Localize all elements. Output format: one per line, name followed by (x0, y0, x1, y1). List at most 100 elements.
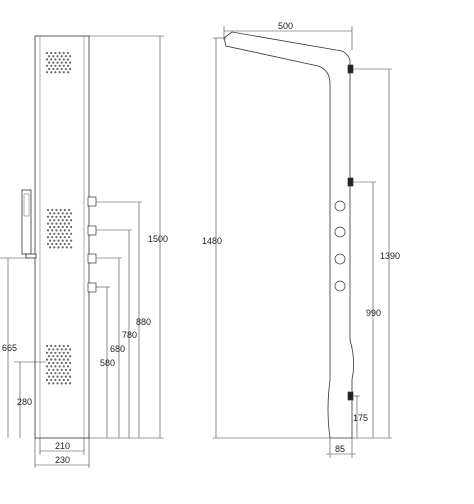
nozzle-dot (56, 375, 59, 378)
nozzle-dot (60, 355, 63, 358)
nozzle-dot (64, 368, 67, 371)
dim-990: 990 (366, 308, 381, 318)
nozzle-dot (52, 67, 55, 71)
nozzle-dot (48, 355, 51, 358)
nozzle-dot (51, 208, 54, 212)
dim-top-width: 500 (278, 21, 293, 31)
nozzle-dot (59, 242, 62, 246)
nozzle-dot (48, 375, 51, 378)
nozzle-dot (65, 219, 68, 222)
nozzle-dot (67, 229, 71, 232)
body-jet-1 (334, 200, 346, 212)
nozzle-dot (48, 61, 51, 64)
nozzle-dot (45, 58, 49, 61)
nozzle-dot (46, 229, 50, 232)
nozzle-dot (45, 365, 49, 368)
nozzle-dot (51, 215, 54, 218)
nozzle-dot (45, 71, 49, 74)
nozzle-dot (62, 344, 65, 348)
nozzle-dot (62, 378, 65, 382)
nozzle-dot (60, 348, 63, 351)
wall-bracket-top (347, 64, 354, 74)
nozzle-dot (49, 225, 52, 229)
nozzle-dot (67, 222, 71, 225)
nozzle-dot (52, 361, 55, 365)
nozzle-dot (48, 368, 51, 371)
body-jet-4 (334, 280, 346, 292)
nozzle-dot (57, 212, 60, 215)
hand-shower-head (23, 193, 30, 217)
nozzle-dot (49, 246, 52, 249)
nozzle-dot (70, 225, 73, 229)
nozzle-dot (50, 344, 53, 348)
panel-body (34, 35, 90, 439)
nozzle-dot (53, 239, 56, 242)
nozzle-dot (60, 368, 63, 371)
nozzle-dot (52, 375, 55, 378)
nozzle-dot (70, 246, 73, 249)
dim-680: 680 (110, 344, 125, 354)
nozzle-dot (49, 232, 52, 235)
dim-bottom-depth: 85 (335, 444, 345, 454)
nozzle-dot (45, 372, 49, 375)
nozzle-dot (65, 246, 68, 249)
dim-overall-height: 1480 (202, 236, 222, 246)
nozzle-dot (67, 236, 71, 239)
wall-bracket-bottom (347, 391, 354, 401)
nozzle-dot (57, 232, 60, 235)
nozzle-dot (58, 378, 61, 382)
nozzle-dot (55, 229, 58, 232)
nozzle-dot (60, 382, 63, 385)
nozzle-dot (67, 242, 71, 246)
nozzle-dot (57, 246, 60, 249)
nozzle-dot (69, 61, 72, 64)
nozzle-dot (66, 58, 70, 61)
nozzle-dot (61, 212, 64, 215)
nozzle-dot (48, 67, 51, 71)
nozzle-dot (59, 222, 62, 225)
panel-profile (223, 31, 354, 439)
nozzle-dot (53, 246, 56, 249)
nozzle-dot (52, 348, 55, 351)
nozzle-dot (64, 382, 67, 385)
nozzle-dot (55, 222, 58, 225)
nozzle-dot (50, 372, 53, 375)
nozzle-dot (69, 368, 72, 371)
nozzle-dot (63, 229, 66, 232)
nozzle-dot (62, 358, 65, 361)
nozzle-dot (62, 58, 65, 61)
dim-665: 665 (2, 343, 17, 353)
nozzle-dot (60, 375, 63, 378)
nozzle-dot (54, 64, 57, 67)
nozzle-dot (54, 365, 57, 368)
body-jet-3 (334, 253, 346, 265)
nozzle-dot (56, 368, 59, 371)
nozzle-dot (62, 51, 65, 55)
nozzle-dot (58, 51, 61, 55)
nozzle-dot (50, 365, 53, 368)
nozzle-dot (55, 242, 58, 246)
nozzle-dot (45, 344, 49, 348)
nozzle-dot (66, 372, 70, 375)
nozzle-dot (58, 344, 61, 348)
nozzle-dot (66, 51, 70, 55)
nozzle-dot (60, 61, 63, 64)
nozzle-dot (56, 361, 59, 365)
nozzle-dot (65, 232, 68, 235)
nozzle-dot (62, 351, 65, 354)
nozzle-dot (60, 55, 63, 58)
nozzle-dot (57, 225, 60, 229)
nozzle-dot (54, 51, 57, 55)
nozzle-dot (51, 229, 54, 232)
dim-780: 780 (122, 330, 137, 340)
nozzle-dot (50, 378, 53, 382)
nozzle-dot (50, 64, 53, 67)
nozzle-dot (63, 236, 66, 239)
nozzle-dot (51, 236, 54, 239)
nozzle-dot (52, 368, 55, 371)
nozzle-dot (61, 232, 64, 235)
nozzle-dot (56, 55, 59, 58)
nozzle-dot (50, 358, 53, 361)
nozzle-dot (69, 67, 72, 71)
nozzle-dot (50, 351, 53, 354)
